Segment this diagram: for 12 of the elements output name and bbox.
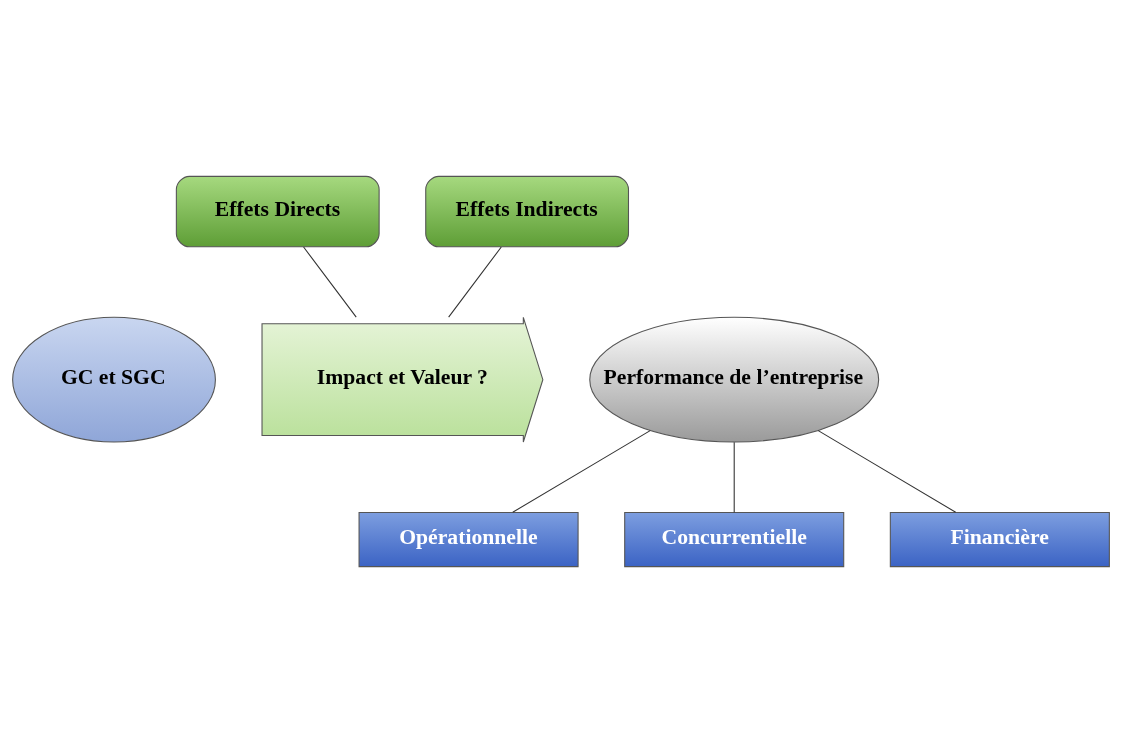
node-box: Opérationnelle [358,511,579,567]
node-box: Financière [889,511,1110,567]
connector [303,246,357,318]
connector [448,246,502,318]
connector [817,429,957,513]
node-box: Effets Indirects [425,175,630,247]
connector [512,429,651,513]
connector [733,441,735,513]
node-ellipse: GC et SGC [12,316,216,443]
node-box: Concurrentielle [624,511,845,567]
node-box: Effets Directs [175,175,380,247]
node-ellipse: Performance de l’entreprise [589,316,880,443]
